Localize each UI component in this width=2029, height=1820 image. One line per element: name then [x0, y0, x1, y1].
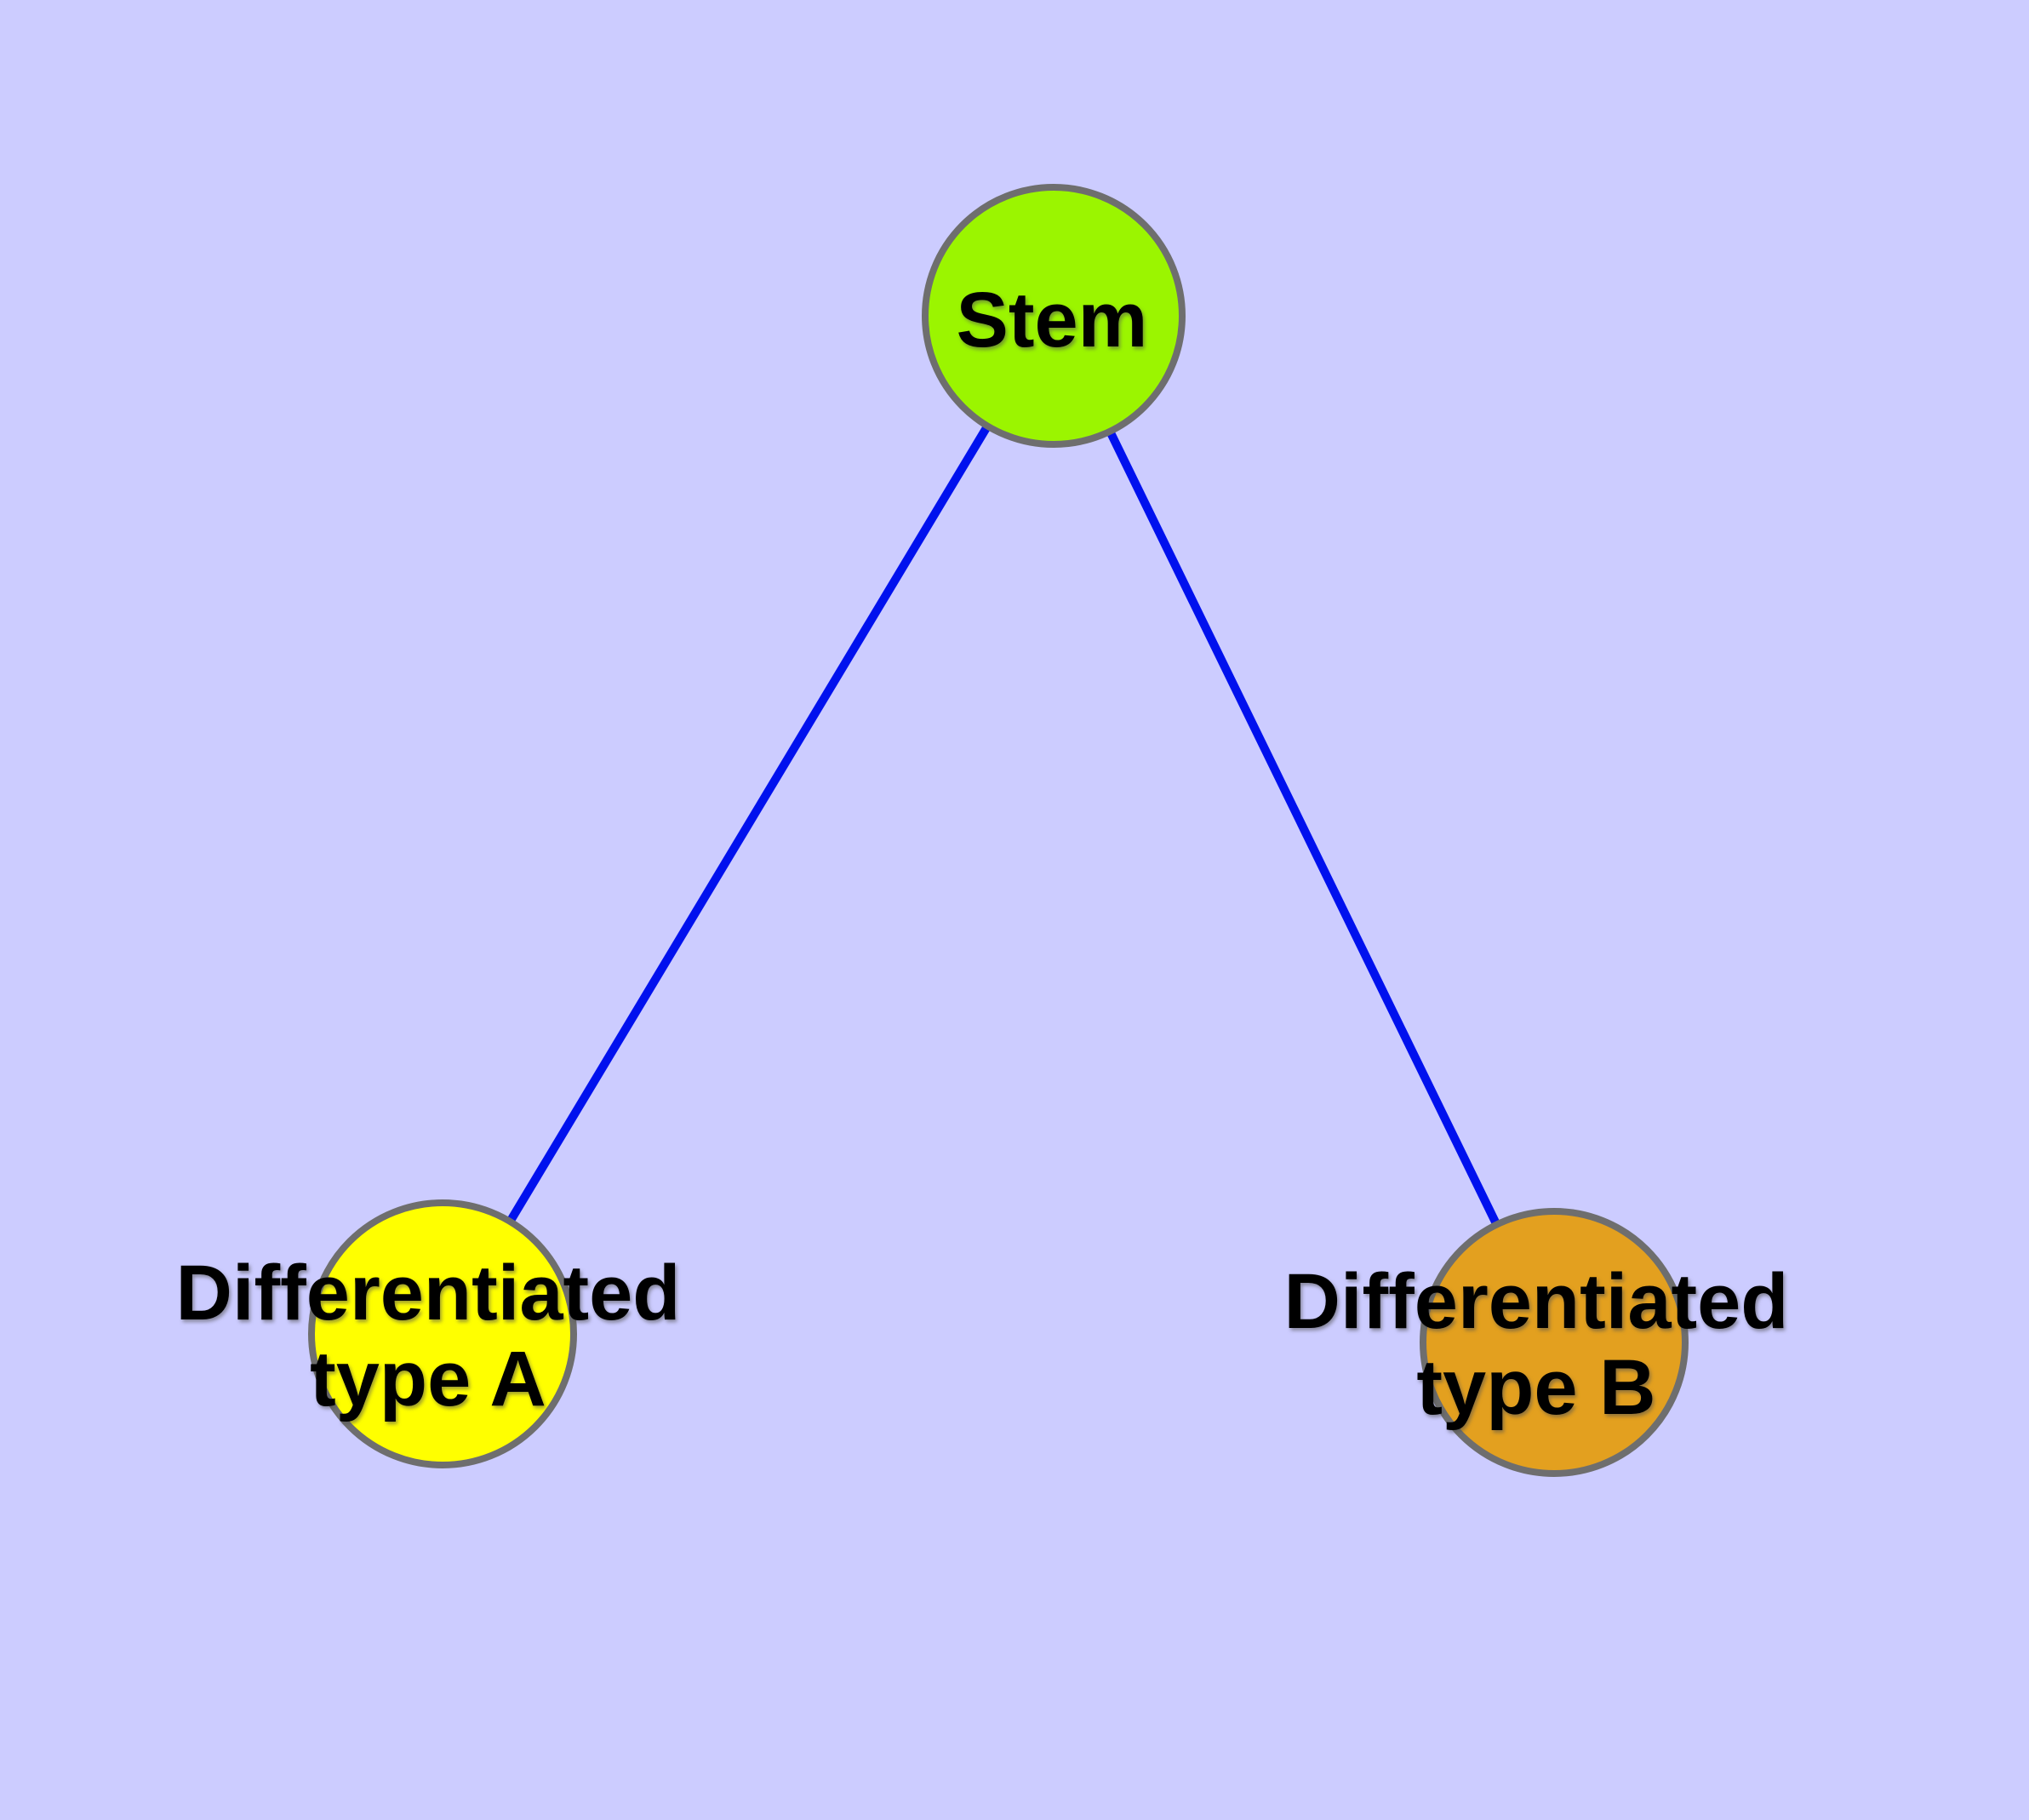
edge-stem-to-differentiated-type-a [438, 313, 1058, 1336]
node-differentiated-type-a-label-line-2: type A [310, 1336, 546, 1422]
node-differentiated-type-a-label-line-1: Differentiated [176, 1250, 681, 1336]
node-differentiated-type-b-label-line-2: type B [1416, 1344, 1655, 1431]
node-stem-circle [922, 184, 1186, 448]
node-stem-label-line-1: Stem [957, 277, 1148, 363]
node-differentiated-type-a-circle [308, 1199, 577, 1468]
node-differentiated-type-b-label-line-1: Differentiated [1284, 1258, 1789, 1345]
node-differentiated-type-b-circle [1420, 1208, 1689, 1477]
edge-stem-to-differentiated-type-b [1049, 313, 1558, 1345]
